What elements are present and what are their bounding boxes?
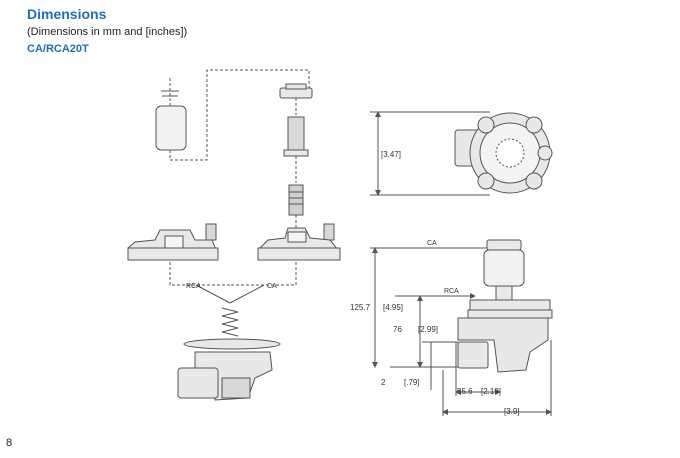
exploded-view (127, 69, 341, 401)
overall-height-mm: 125.7 (350, 303, 371, 312)
width-inches: [3.9] (504, 407, 520, 416)
page-number: 8 (6, 437, 13, 449)
side-label-ca: CA (427, 240, 437, 247)
port-offset-inches: [2.19] (481, 387, 501, 396)
side-label-rca: RCA (444, 288, 459, 295)
body-height-mm: 76 (393, 325, 402, 334)
coil (155, 78, 187, 151)
page-title: Dimensions (27, 6, 107, 22)
cover-ca (257, 223, 341, 261)
cap (279, 83, 313, 115)
overall-height-inches: [4.95] (383, 303, 403, 312)
top-height-inches: [3.47] (381, 150, 401, 159)
top-view (370, 111, 553, 196)
port-height-inches: [.79] (404, 378, 420, 387)
port-offset-mm: 55.6 (457, 387, 473, 396)
plunger (288, 184, 304, 228)
units-note: (Dimensions in mm and [inches]) (27, 26, 188, 38)
spring (221, 307, 239, 337)
port-height-mm: 2 (381, 378, 386, 387)
label-rca: RCA (186, 283, 201, 290)
cover-rca (127, 223, 219, 261)
valve-body (177, 351, 273, 401)
side-view (370, 239, 553, 416)
armature-tube (283, 116, 309, 183)
diaphragm (183, 338, 281, 350)
body-height-inches: [2.99] (418, 325, 438, 334)
label-ca: CA (267, 283, 277, 290)
model-name: CA/RCA20T (27, 43, 89, 55)
